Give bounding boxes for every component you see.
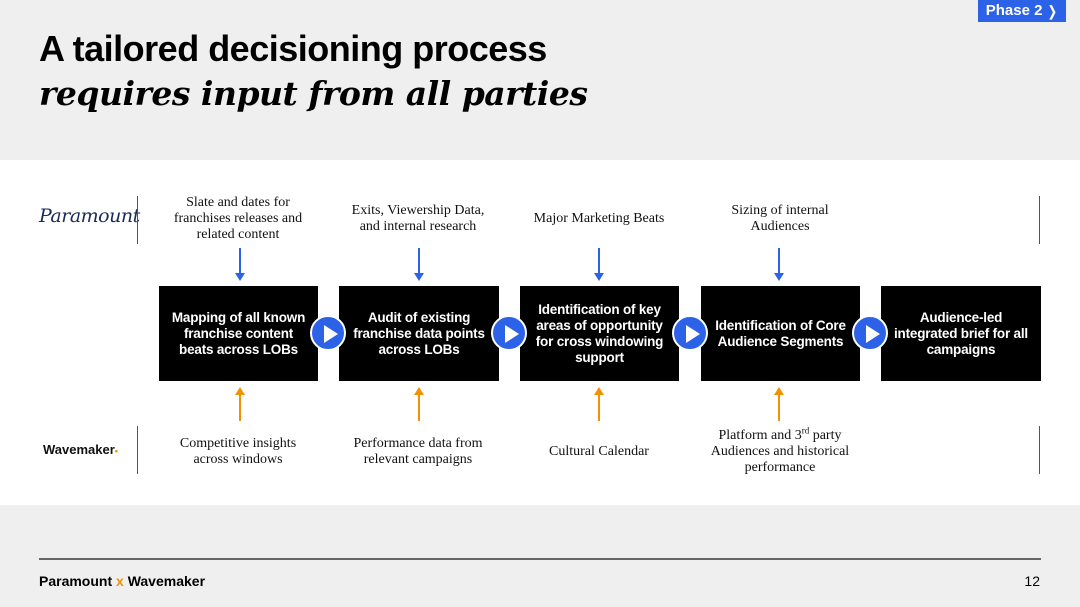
page-title: A tailored decisioning process <box>39 28 547 69</box>
process-step-5: Audience-led integrated brief for all ca… <box>881 286 1041 381</box>
arrow-up-icon <box>774 387 784 421</box>
process-step-3: Identification of key areas of opportuni… <box>520 286 679 381</box>
footer-brand-left: Paramount <box>39 573 113 589</box>
process-step-4: Identification of Core Audience Segments <box>701 286 860 381</box>
footer-divider <box>39 558 1041 560</box>
paramount-input-1: Slate and dates for franchises releases … <box>173 195 303 242</box>
paramount-logo: Paramount <box>39 205 140 227</box>
wavemaker-input-4-pre: Platform and 3 <box>718 428 802 443</box>
divider-bottom-left <box>137 426 138 474</box>
wavemaker-logo: Wavemaker• <box>43 442 118 457</box>
arrow-up-icon <box>414 387 424 421</box>
wavemaker-input-4: Platform and 3rd party Audiences and his… <box>705 425 855 476</box>
wavemaker-logo-dot: • <box>114 446 118 456</box>
wavemaker-input-1: Competitive insights across windows <box>179 436 297 467</box>
arrow-down-icon <box>594 248 604 281</box>
play-icon <box>852 315 888 351</box>
phase-badge: Phase 2 ❭ <box>978 0 1066 22</box>
paramount-input-2: Exits, Viewership Data, and internal res… <box>351 203 485 234</box>
play-icon <box>491 315 527 351</box>
paramount-input-3: Major Marketing Beats <box>533 211 665 226</box>
process-step-1: Mapping of all known franchise content b… <box>159 286 318 381</box>
play-icon <box>310 315 346 351</box>
paramount-input-4: Sizing of internal Audiences <box>731 203 829 234</box>
play-icon <box>672 315 708 351</box>
wavemaker-input-4-sup: rd <box>801 425 810 436</box>
footer-brand-x: x <box>112 573 128 589</box>
wavemaker-logo-text: Wavemaker <box>43 442 115 457</box>
chevron-right-icon: ❭ <box>1046 3 1059 19</box>
footer-brand: Paramount x Wavemaker <box>39 573 205 589</box>
arrow-down-icon <box>235 248 245 281</box>
divider-bottom-right <box>1039 426 1040 474</box>
wavemaker-input-2: Performance data from relevant campaigns <box>353 436 483 467</box>
wavemaker-input-4-post: party Audiences and historical performan… <box>710 428 850 475</box>
phase-label: Phase 2 <box>985 2 1043 19</box>
divider-top-right <box>1039 196 1040 244</box>
wavemaker-input-3: Cultural Calendar <box>549 444 649 459</box>
page-number: 12 <box>1024 573 1040 589</box>
arrow-up-icon <box>235 387 245 421</box>
arrow-down-icon <box>414 248 424 281</box>
footer-brand-right: Wavemaker <box>127 573 206 589</box>
arrow-down-icon <box>774 248 784 281</box>
arrow-up-icon <box>594 387 604 421</box>
divider-top-left <box>137 196 138 244</box>
page-subtitle: requires input from all parties <box>39 74 588 113</box>
process-step-2: Audit of existing franchise data points … <box>339 286 499 381</box>
